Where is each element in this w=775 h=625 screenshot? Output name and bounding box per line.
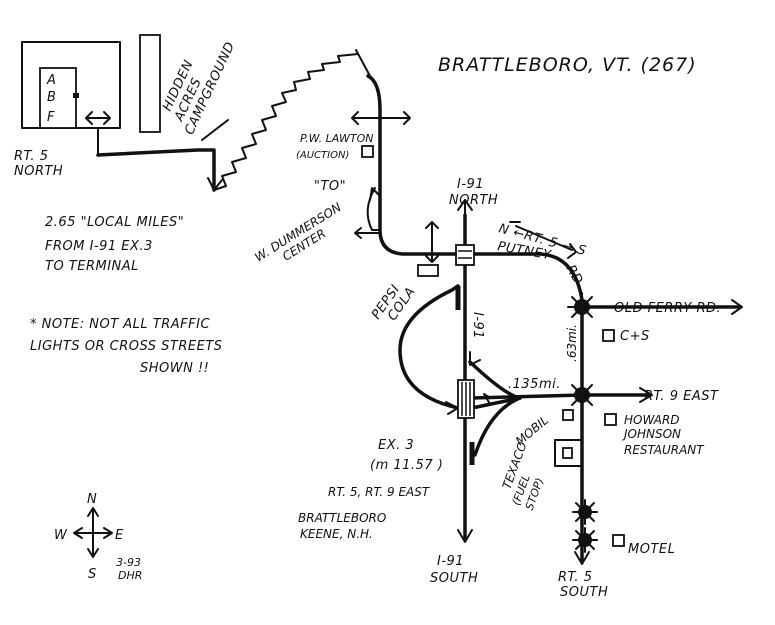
dist-0135-label: .135mi.	[508, 377, 561, 392]
arrow-head-down	[207, 177, 223, 191]
date-label: 3-93	[116, 556, 141, 569]
rt5-north-label-2: NORTH	[14, 164, 63, 179]
i91-north-label-2: NORTH	[449, 193, 498, 208]
overpass-north	[455, 244, 475, 266]
compass-s: S	[88, 567, 97, 582]
howard-johnson-box	[604, 413, 617, 426]
campground-outline	[21, 41, 121, 129]
compass-w: W	[54, 528, 68, 543]
roads	[96, 49, 742, 562]
exit-label-2: (m 11.57 )	[370, 458, 443, 473]
arrow-i91-north	[457, 199, 473, 211]
c-s-label: C+S	[620, 329, 650, 344]
pepsi-cola-box	[417, 264, 439, 277]
interchange-loop-west	[398, 284, 460, 410]
arrow-i91-south	[457, 529, 473, 543]
howard-johnson-label-2: JOHNSON	[622, 427, 681, 441]
rt5-south-label-1: RT. 5	[558, 570, 592, 585]
texaco-box	[562, 447, 573, 459]
arrow-rt9-east	[639, 387, 653, 403]
arrow-putney-rd	[509, 221, 577, 259]
arrow-left-campground	[85, 111, 93, 125]
traffic-light-south-1	[572, 499, 598, 525]
traffic-lights	[567, 292, 598, 553]
texaco-lot	[554, 439, 583, 467]
interchange-loop-east	[470, 396, 522, 457]
motel-box	[612, 534, 625, 547]
old-ferry-label: OLD FERRY RD.	[614, 301, 721, 316]
exit-label-4: BRATTLEBORO	[298, 511, 386, 525]
site-a: A	[46, 73, 56, 88]
i91-north-label-1: I-91	[457, 177, 484, 192]
note-line-1: * NOTE: NOT ALL TRAFFIC	[30, 317, 210, 332]
arrows	[85, 111, 743, 565]
campground-building	[139, 34, 161, 133]
author-label: DHR	[118, 569, 142, 582]
traffic-light-south-2	[572, 527, 598, 553]
compass-e: E	[115, 528, 124, 543]
dist-063-label: .63mi.	[565, 324, 579, 362]
compass-arrow-east	[103, 527, 113, 539]
pw-lawton-box	[361, 145, 374, 158]
campground-sites-box	[39, 67, 77, 129]
arrow-vertical-main	[425, 221, 439, 263]
svg-text:.63mi.: .63mi.	[565, 324, 579, 362]
campground: A B F HIDDEN ACRES CAMPGROUND	[21, 34, 238, 137]
local-miles-3: TO TERMINAL	[45, 259, 139, 274]
local-miles-1: 2.65 "LOCAL MILES"	[45, 215, 184, 230]
arrow-right-campground	[85, 111, 111, 125]
to-label: "TO"	[314, 179, 346, 194]
site-b: B	[47, 90, 56, 105]
exit-label-3: RT. 5, RT. 9 EAST	[328, 485, 431, 499]
howard-johnson-label-3: RESTAURANT	[624, 443, 705, 457]
note-line-3: SHOWN !!	[140, 361, 209, 376]
howard-johnson-label-1: HOWARD	[624, 413, 680, 427]
traffic-light-rt9	[567, 380, 597, 410]
arrow-rt5-south	[574, 551, 590, 565]
exit-label-5: KEENE, N.H.	[300, 527, 373, 541]
compass-lines	[75, 509, 112, 556]
i91-vertical-label: I-91	[470, 312, 485, 339]
arrow-line-campground	[201, 119, 229, 141]
local-miles-2: FROM I-91 EX.3	[45, 239, 153, 254]
main-route	[366, 74, 584, 562]
i91-south-label-2: SOUTH	[430, 571, 478, 586]
compass-arrow-south	[87, 548, 99, 558]
w-dummerson-label: W. DUMMERSON CENTER	[252, 200, 344, 264]
svg-text:I-91: I-91	[470, 312, 485, 339]
mobil-box	[562, 409, 574, 421]
rt5-north-road	[96, 148, 216, 192]
campground-marker	[73, 93, 79, 98]
arrow-to-dummerson	[369, 187, 381, 201]
rt5-south-label-2: SOUTH	[560, 585, 608, 600]
pw-lawton-label-2: (AUCTION)	[296, 150, 349, 161]
traffic-light-old-ferry	[567, 292, 597, 322]
texaco-label: TEXACO (FUEL STOP)	[500, 440, 547, 512]
zigzag-road	[213, 49, 371, 191]
arrow-interchange	[483, 393, 491, 405]
arrow-old-ferry	[731, 299, 743, 315]
arrow-horizontal-top	[351, 111, 411, 125]
arrow-w-dummerson	[354, 227, 381, 239]
interchange-curve	[468, 360, 522, 400]
site-f: F	[47, 110, 55, 125]
compass-rose: N S E W	[54, 492, 124, 582]
note-line-2: LIGHTS OR CROSS STREETS	[30, 339, 223, 354]
map-title: BRATTLEBORO, VT. (267)	[438, 54, 697, 76]
motel-label: MOTEL	[628, 542, 675, 557]
compass-arrow-west	[73, 527, 83, 539]
rt9-east-label: RT. 9 EAST	[644, 389, 719, 404]
w-dummerson-spur	[366, 187, 381, 231]
rt5-north-label-1: RT. 5	[14, 149, 48, 164]
i91-south-label-1: I-91	[437, 554, 464, 569]
arrow-loop-curve	[469, 351, 481, 366]
compass-arrow-north	[87, 507, 99, 517]
pw-lawton-label-1: P.W. LAWTON	[300, 132, 374, 145]
exit-label-1: EX. 3	[378, 438, 414, 453]
c-s-box	[602, 329, 615, 342]
compass-n: N	[87, 492, 97, 507]
